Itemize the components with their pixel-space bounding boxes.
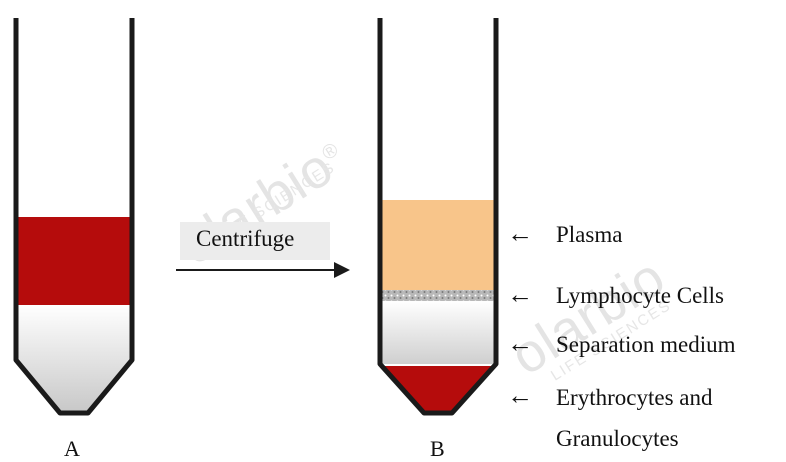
tube-b-separation-layer bbox=[382, 301, 494, 364]
centrifuge-arrow bbox=[176, 262, 350, 278]
tube-a-medium-layer bbox=[18, 305, 130, 412]
plasma-arrow-icon: ← bbox=[507, 221, 533, 247]
separation-label: Separation medium bbox=[556, 332, 736, 358]
lymphocyte-arrow-icon: ← bbox=[507, 282, 533, 308]
separation-arrow-icon: ← bbox=[507, 331, 533, 357]
tube-a-label: A bbox=[64, 436, 80, 462]
lymphocyte-label: Lymphocyte Cells bbox=[556, 283, 724, 309]
granulocyte-label: Granulocytes bbox=[556, 426, 679, 452]
erythrocyte-label: Erythrocytes and bbox=[556, 385, 712, 411]
plasma-label: Plasma bbox=[556, 222, 622, 248]
tube-b-label: B bbox=[430, 436, 445, 462]
tube-a bbox=[16, 18, 132, 413]
centrifuge-label: Centrifuge bbox=[196, 226, 294, 252]
tube-b bbox=[380, 18, 496, 413]
tube-b-plasma-layer bbox=[382, 200, 494, 290]
erythrocyte-arrow-icon: ← bbox=[507, 383, 533, 409]
tube-b-lymphocyte-layer bbox=[382, 290, 494, 301]
tube-a-blood-layer bbox=[18, 217, 130, 305]
